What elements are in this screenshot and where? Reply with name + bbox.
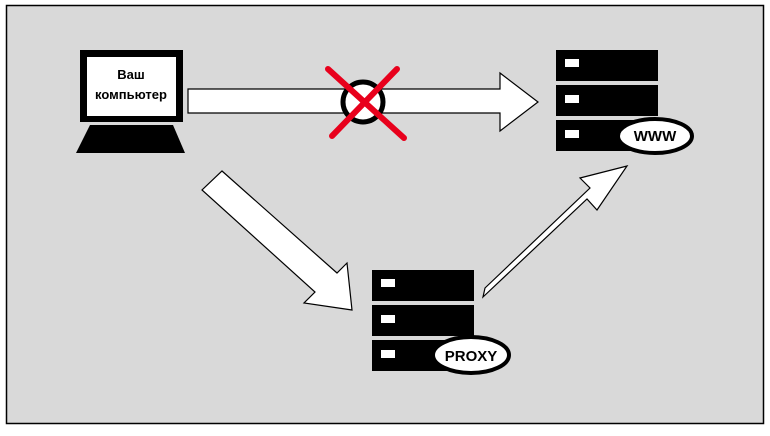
web-server-badge-label: WWW [634, 128, 677, 145]
laptop-label-line1: Ваш [117, 67, 144, 82]
to-proxy-arrow [201, 170, 353, 311]
server-icon: PROXY [372, 270, 511, 375]
laptop-label-line2: компьютер [95, 87, 167, 102]
web-server-badge [616, 117, 694, 155]
web-server-led-3 [565, 130, 579, 138]
blocked-connection [325, 66, 407, 141]
server-icon: WWW [556, 50, 694, 155]
laptop-screen [87, 57, 176, 116]
proxy-to-web-arrow [481, 165, 629, 299]
web-server-led-1 [565, 59, 579, 67]
proxy-server-led-3 [381, 350, 395, 358]
laptop-base [76, 125, 185, 153]
red-x-icon [325, 66, 407, 141]
proxy-server-badge [431, 335, 511, 375]
proxy-server-led-2 [381, 315, 395, 323]
proxy-server-led-1 [381, 279, 395, 287]
laptop-icon: Ваш компьютер [76, 50, 185, 153]
web-server-led-2 [565, 95, 579, 103]
proxy-server-badge-label: PROXY [445, 348, 498, 365]
